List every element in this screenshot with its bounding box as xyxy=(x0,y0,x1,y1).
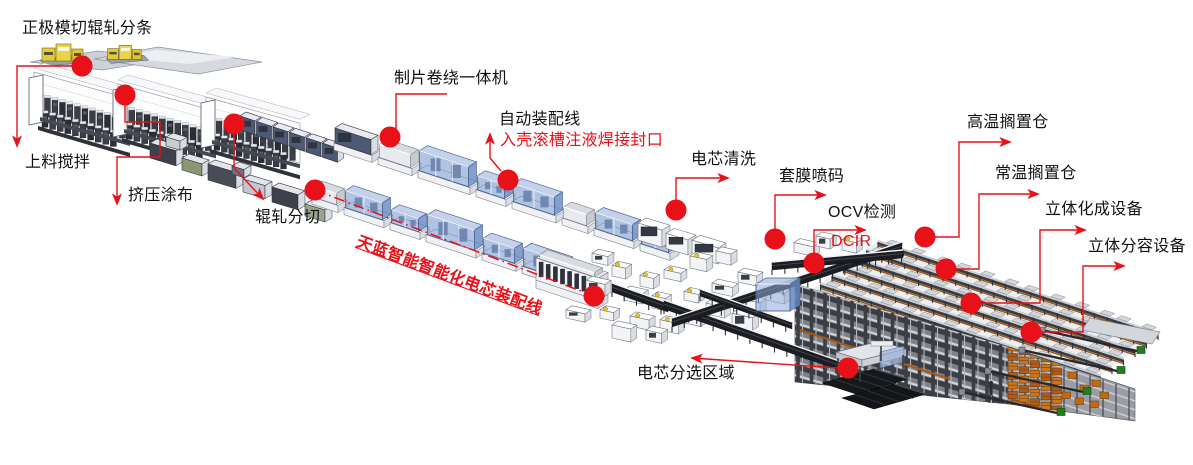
label-extrusion-coating: 挤压涂布 xyxy=(128,187,194,204)
label-feeding-mixing: 上料搅拌 xyxy=(25,154,91,171)
label-normal-temp-storage: 常温搁置仓 xyxy=(995,165,1077,182)
leader-line xyxy=(675,172,730,200)
leader-line xyxy=(774,189,827,229)
cleaning-machines-graphic xyxy=(637,217,727,265)
leader-line xyxy=(111,105,161,206)
marker-dot xyxy=(223,113,245,135)
label-roll-slitting: 辊轧分切 xyxy=(255,209,321,226)
marker-dot xyxy=(837,357,859,379)
leader-line xyxy=(484,132,502,172)
marker-dot xyxy=(114,84,136,106)
label-dcir: DCIR xyxy=(831,233,872,250)
label-positive-die-cut: 正极模切辊轧分条 xyxy=(22,20,153,37)
marker-dot xyxy=(1020,321,1042,343)
marker-dot xyxy=(764,228,786,250)
slitting-modules-graphic xyxy=(239,111,345,163)
marker-dot xyxy=(304,179,326,201)
label-winding-machine: 制片卷绕一体机 xyxy=(394,70,509,87)
leader-line xyxy=(690,353,839,369)
label-cell-cleaning: 电芯清洗 xyxy=(691,151,757,168)
assembly-line-dash-line xyxy=(314,189,595,297)
conveyor-network-graphic xyxy=(611,241,904,374)
label-ocv-test: OCV检测 xyxy=(828,204,897,221)
label-assembly-detail: 入壳滚槽注液焊接封口 xyxy=(500,132,664,149)
marker-dot xyxy=(497,169,519,191)
leader-line xyxy=(935,136,1012,238)
label-sleeve-coding: 套膜喷码 xyxy=(779,168,845,185)
leader-line xyxy=(1041,260,1126,333)
marker-dot xyxy=(803,252,825,274)
leader-line xyxy=(813,224,867,253)
marker-dot xyxy=(583,285,605,307)
sorting-station-graphic xyxy=(821,340,927,410)
label-cell-sorting-area: 电芯分选区域 xyxy=(637,365,735,382)
marker-dot xyxy=(665,199,687,221)
feed-platform-graphic xyxy=(29,43,263,75)
marker-dot xyxy=(960,292,982,314)
label-formation-equipment: 立体化成设备 xyxy=(1045,201,1143,218)
leader-line xyxy=(233,134,265,201)
label-auto-assembly: 自动装配线 xyxy=(499,111,581,128)
label-high-temp-storage: 高温搁置仓 xyxy=(967,114,1049,131)
annotation-markers xyxy=(11,55,1126,379)
marker-dot xyxy=(379,126,401,148)
leader-line xyxy=(11,65,72,148)
leader-line xyxy=(956,188,1040,270)
marker-dot xyxy=(71,55,93,77)
marker-dot xyxy=(914,226,936,248)
label-grading-equipment: 立体分容设备 xyxy=(1088,238,1186,255)
marker-dot xyxy=(935,258,957,280)
leader-line xyxy=(981,224,1087,304)
leader-line xyxy=(395,93,447,130)
